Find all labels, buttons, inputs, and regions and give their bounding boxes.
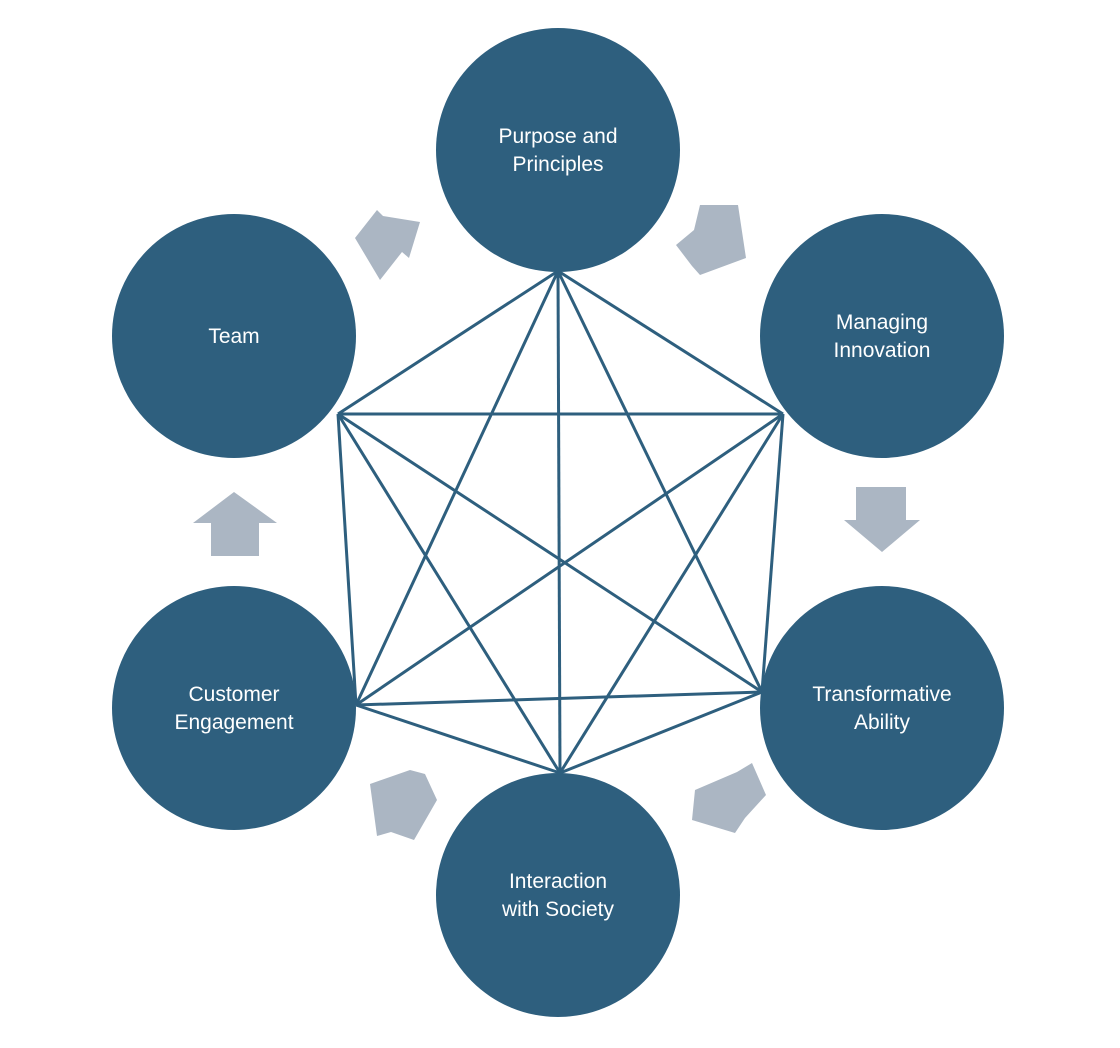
node-circle-purpose — [436, 28, 680, 272]
node-team: Team — [112, 214, 356, 458]
node-circle-society — [436, 773, 680, 1017]
connector-customer-team — [336, 413, 358, 706]
node-label-transformative-line-2: Ability — [854, 711, 911, 734]
node-circle-customer — [112, 586, 356, 830]
connector-lines — [336, 269, 785, 775]
arrow-society-to-customer-icon — [692, 763, 766, 833]
arrow-customer-to-team-icon — [370, 770, 437, 840]
node-label-customer-line-1: Customer — [188, 683, 279, 706]
connector-transformative-team — [337, 412, 763, 694]
connector-purpose-customer — [354, 270, 560, 706]
node-label-society-line-2: with Society — [501, 898, 615, 921]
node-circle-transformative — [760, 586, 1004, 830]
arrow-transformative-to-society-icon — [844, 487, 920, 552]
node-circle-innovation — [760, 214, 1004, 458]
node-label-purpose-line-1: Purpose and — [498, 125, 617, 148]
nodes: Purpose andPrinciplesManagingInnovationT… — [112, 28, 1004, 1017]
node-label-customer-line-2: Engagement — [174, 711, 293, 734]
connector-purpose-society — [556, 270, 562, 774]
connector-purpose-transformative — [556, 270, 764, 693]
connector-society-team — [336, 413, 562, 774]
connector-purpose-innovation — [557, 269, 784, 416]
connector-innovation-customer — [355, 412, 784, 707]
connector-society-customer — [355, 703, 561, 775]
connector-innovation-society — [558, 413, 785, 774]
cycle-arrows — [193, 205, 920, 840]
arrow-team-to-purpose-icon — [193, 492, 277, 556]
connector-innovation-transformative — [760, 413, 785, 693]
arrow-innovation-to-transformative-icon — [676, 205, 746, 275]
connector-purpose-team — [337, 269, 559, 416]
arrow-purpose-to-innovation-icon — [355, 210, 420, 280]
node-label-transformative-line-1: Transformative — [812, 683, 951, 706]
node-label-purpose-line-2: Principles — [512, 153, 603, 176]
node-circle-team — [112, 214, 356, 458]
node-label-innovation-line-1: Managing — [836, 311, 928, 334]
node-label-innovation-line-2: Innovation — [834, 339, 931, 362]
node-label-team-line-1: Team — [208, 325, 259, 348]
node-society: Interaction with Society — [436, 773, 680, 1017]
connector-transformative-society — [559, 690, 763, 775]
node-label-society-line-1: Interaction — [509, 870, 607, 893]
connector-transformative-customer — [355, 690, 763, 707]
